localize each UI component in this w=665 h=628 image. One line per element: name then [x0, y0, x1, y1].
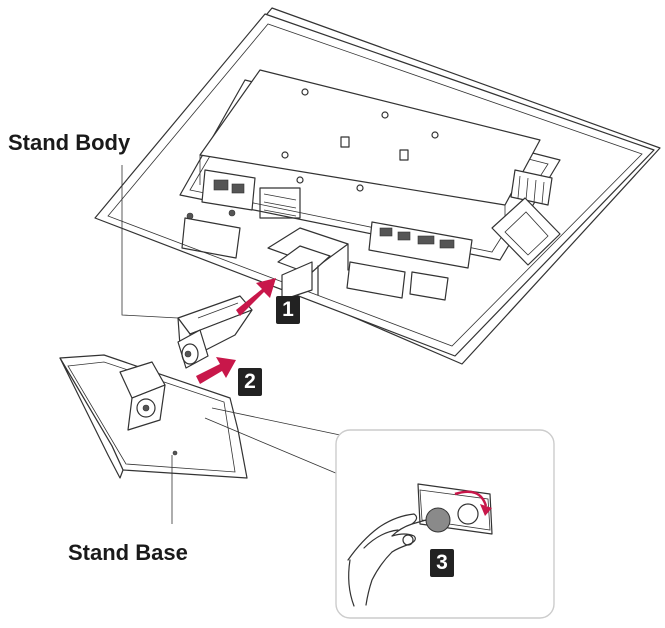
screw-detail-inset: [335, 429, 555, 619]
stand-body: [177, 295, 253, 369]
detail-callout-line: [204, 417, 339, 475]
stand-body-label: Stand Body: [8, 130, 131, 155]
stand-body-leader: [121, 165, 179, 319]
step-1-badge: 1: [276, 296, 300, 324]
stand-base-label: Stand Base: [68, 540, 188, 565]
stand-base: [59, 354, 248, 479]
step-2-badge: 2: [238, 368, 262, 396]
rotate-arrow-icon: [454, 490, 488, 507]
monitor-back-panel: [94, 7, 661, 365]
hand-icon: [347, 513, 418, 607]
step-3-badge: 3: [430, 549, 454, 577]
arrow-step-1: [236, 278, 276, 316]
arrow-step-2: [196, 357, 236, 384]
